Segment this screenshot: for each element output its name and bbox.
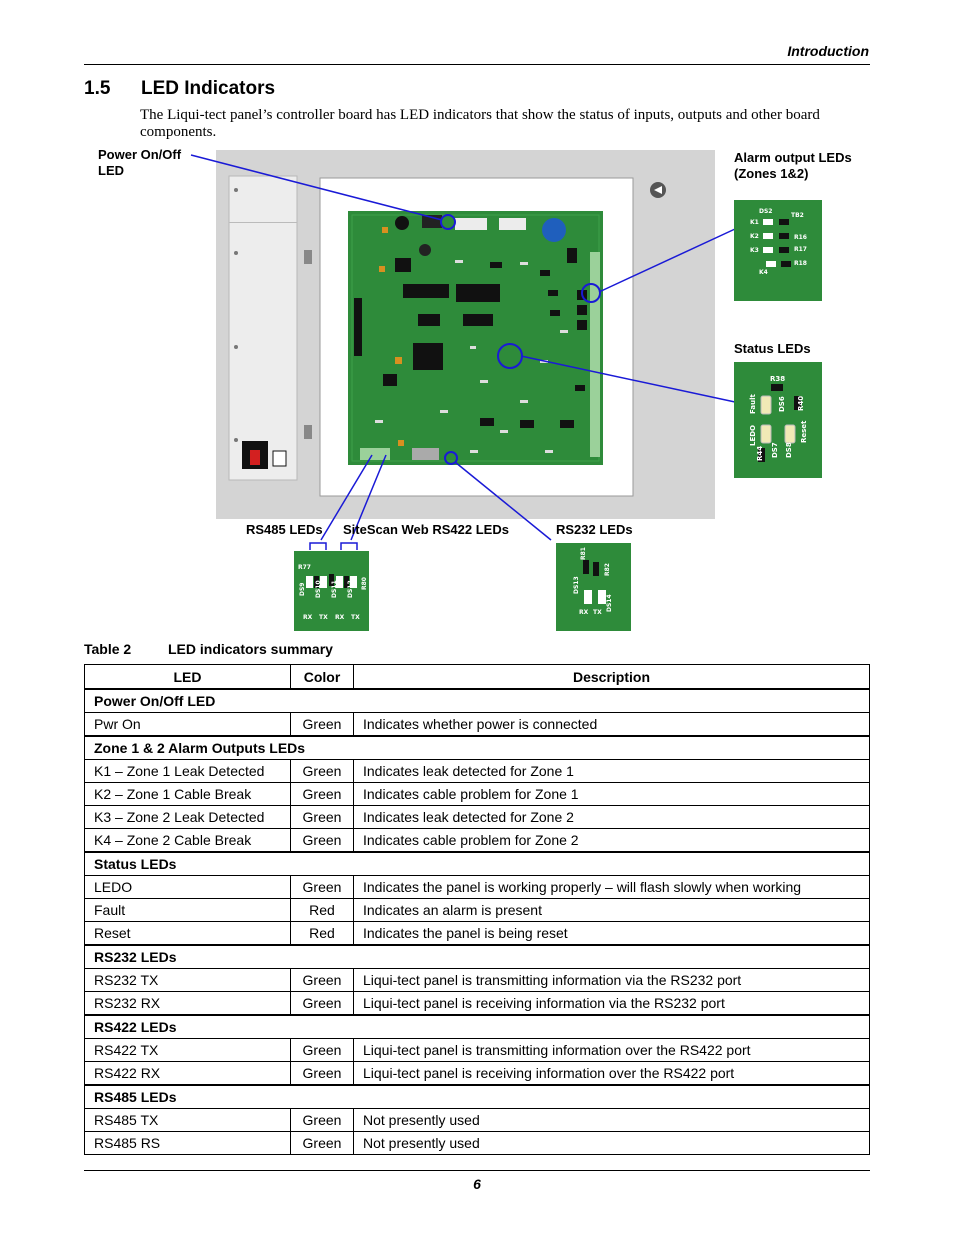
col-header-color: Color — [290, 664, 354, 690]
svg-text:K2: K2 — [750, 233, 759, 240]
callout-power-led: Power On/Off LED — [98, 147, 182, 178]
svg-text:TX: TX — [319, 614, 328, 621]
terminal-strip — [590, 252, 600, 457]
table-header-row: LED Color Description — [84, 664, 870, 690]
ribbon-header — [354, 298, 362, 356]
svg-text:Reset: Reset — [800, 420, 808, 443]
col-header-led: LED — [84, 664, 291, 690]
svg-text:TX: TX — [351, 614, 360, 621]
header-rule — [84, 64, 870, 65]
svg-text:R44: R44 — [756, 446, 764, 461]
svg-text:DS11: DS11 — [331, 580, 338, 598]
power-led-marker — [440, 214, 456, 230]
svg-text:DS13: DS13 — [573, 576, 580, 594]
callout-status-leds: Status LEDs — [734, 341, 811, 356]
svg-text:R17: R17 — [794, 246, 807, 253]
table-caption-number: Table 2 — [84, 641, 132, 657]
svg-text:K1: K1 — [750, 219, 759, 226]
svg-text:DS9: DS9 — [299, 583, 306, 596]
section-title: LED Indicators — [141, 78, 276, 99]
table-caption-title: LED indicators summary — [168, 641, 333, 657]
svg-text:R18: R18 — [794, 260, 807, 267]
intro-paragraph: The Liqui-tect panel’s controller board … — [140, 107, 820, 140]
svg-text:TX: TX — [593, 609, 602, 616]
svg-text:RX: RX — [303, 614, 313, 621]
leader-lines — [190, 154, 736, 550]
db9-connector — [412, 448, 439, 460]
svg-text:Fault: Fault — [749, 394, 757, 414]
svg-text:R16: R16 — [794, 234, 807, 241]
group-row: RS232 LEDs — [84, 944, 870, 969]
svg-text:DS12: DS12 — [347, 580, 354, 598]
svg-text:DS2: DS2 — [759, 208, 772, 215]
page-number: 6 — [473, 1176, 481, 1192]
svg-text:DS14: DS14 — [606, 594, 613, 612]
svg-text:R82: R82 — [604, 563, 611, 576]
inset-rs485-leds: R77 DS9 DS10 DS11 DS12 R80 RX TX RX TX — [294, 551, 369, 631]
rs232-led-marker — [444, 451, 458, 465]
svg-text:DS7: DS7 — [771, 442, 779, 458]
footer-rule — [84, 1170, 870, 1171]
svg-text:DS8: DS8 — [785, 442, 793, 458]
callout-rs232-leds: RS232 LEDs — [556, 522, 633, 537]
board-illustration: DS2 TB2 K1 K2 K3 K4 R16 R17 R18 R38 Faul… — [190, 150, 822, 631]
running-header: Introduction — [787, 43, 869, 59]
col-header-description: Description — [353, 664, 870, 690]
svg-text:TB2: TB2 — [791, 212, 804, 219]
svg-text:K3: K3 — [750, 247, 759, 254]
svg-text:K4: K4 — [759, 269, 768, 276]
svg-text:DS10: DS10 — [315, 580, 322, 598]
alarm-led-marker — [581, 283, 601, 303]
svg-text:RX: RX — [335, 614, 345, 621]
callout-alarm-leds: Alarm output LEDs (Zones 1&2) — [734, 150, 852, 181]
callout-rs422-leds: SiteScan Web RS422 LEDs — [343, 522, 509, 537]
svg-text:LEDO: LEDO — [749, 425, 757, 446]
chip — [456, 284, 500, 302]
callout-rs485-leds: RS485 LEDs — [246, 522, 323, 537]
inset-alarm-leds: DS2 TB2 K1 K2 K3 K4 R16 R17 R18 — [734, 200, 822, 301]
microcontroller — [413, 343, 443, 370]
group-row: RS485 LEDs — [84, 1084, 870, 1109]
group-row: RS422 LEDs — [84, 1014, 870, 1039]
led-summary-table: LED Color Description Power On/Off LED P… — [84, 664, 870, 1155]
inset-rs232-leds: R81 DS13 R82 DS14 RX TX — [556, 543, 631, 631]
section-number: 1.5 — [84, 78, 111, 99]
inset-status-leds: R38 Fault DS6 R40 LEDO Reset R44 DS7 DS8 — [734, 362, 822, 478]
svg-text:R38: R38 — [770, 375, 785, 383]
enclosure-door — [228, 175, 298, 481]
group-row: Power On/Off LED — [84, 688, 870, 713]
group-row: Zone 1 & 2 Alarm Outputs LEDs — [84, 735, 870, 760]
svg-text:R81: R81 — [580, 547, 587, 560]
chip — [403, 284, 449, 298]
group-row: Status LEDs — [84, 851, 870, 876]
svg-text:R77: R77 — [298, 564, 311, 571]
svg-text:R80: R80 — [361, 577, 368, 590]
battery-cell — [542, 218, 566, 242]
svg-text:RX: RX — [579, 609, 589, 616]
svg-text:DS6: DS6 — [778, 396, 786, 412]
svg-text:R40: R40 — [797, 396, 805, 411]
